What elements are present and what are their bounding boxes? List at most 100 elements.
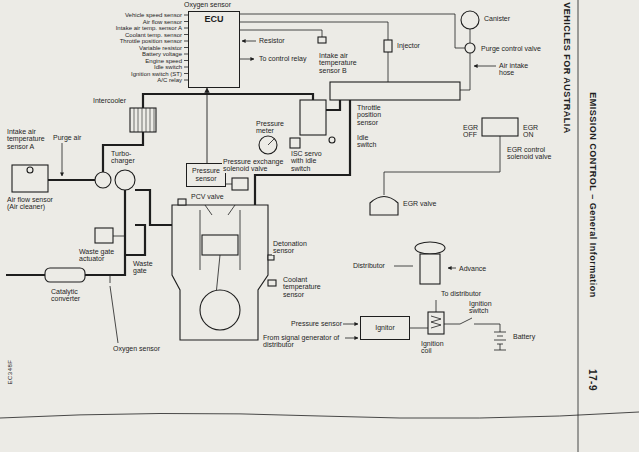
input-signal-label: Vehicle speed sensor bbox=[124, 12, 183, 18]
input-signal-label: Idle switch bbox=[153, 64, 183, 70]
input-signal-label: Intake air temp. sensor A bbox=[115, 25, 183, 31]
part-label: Idle switch bbox=[356, 134, 382, 149]
part-label: Intercooler bbox=[92, 97, 127, 104]
input-signal-label: A/C relay bbox=[156, 77, 183, 83]
temp-sensor-b bbox=[318, 37, 326, 43]
relay-arrow bbox=[240, 59, 254, 60]
part-label: Purge air bbox=[52, 134, 82, 141]
part-label: To distributor bbox=[440, 290, 482, 297]
part-label: PCV valve bbox=[190, 193, 225, 200]
engine-block bbox=[172, 205, 268, 340]
catalytic-converter bbox=[45, 268, 85, 282]
egr-solenoid bbox=[482, 118, 518, 136]
gauge-needle bbox=[268, 139, 274, 145]
part-label: Injector bbox=[396, 42, 421, 49]
injector bbox=[384, 40, 392, 52]
hose-arrow bbox=[474, 66, 496, 67]
part-label: EGR valve bbox=[402, 200, 437, 207]
part-label: Advance bbox=[458, 265, 487, 272]
crankshaft bbox=[200, 290, 240, 330]
pcv-valve bbox=[178, 199, 186, 205]
input-signal-label: Engine speed bbox=[144, 58, 183, 64]
air-temp-sensor bbox=[27, 167, 33, 173]
part-label: Catalytic converter bbox=[50, 288, 92, 303]
signal-connector bbox=[207, 88, 208, 163]
part-label: Ignition coil bbox=[420, 340, 454, 355]
part-label: Waste gate bbox=[132, 260, 162, 275]
waste-gate-actuator bbox=[95, 228, 113, 243]
input-signal-label: Ignition switch (ST) bbox=[130, 71, 183, 77]
part-label: Air flow sensor (Air cleaner) bbox=[6, 196, 62, 211]
part-label: EGR control solenoid valve bbox=[506, 146, 558, 161]
header-rule bbox=[578, 0, 579, 452]
part-label: Throttle position sensor bbox=[356, 104, 394, 126]
intercooler bbox=[130, 108, 156, 132]
part-label: ISC servo with idle switch bbox=[290, 150, 328, 172]
part-label: Ignition switch bbox=[468, 300, 504, 315]
part-label: Canister bbox=[483, 15, 511, 22]
node-text: Ignitor bbox=[364, 324, 406, 332]
torn-edge bbox=[0, 412, 639, 418]
part-label: Pressure exchange solenoid valve bbox=[222, 158, 288, 173]
part-label: Purge control valve bbox=[480, 45, 542, 52]
part-label: Detonation sensor bbox=[272, 240, 314, 255]
node-text: Pressure sensor bbox=[190, 167, 222, 182]
signal-arrow bbox=[343, 324, 358, 325]
compressor bbox=[95, 172, 111, 188]
part-label: Distributor bbox=[352, 262, 386, 269]
signal-arrow bbox=[345, 338, 358, 339]
piston bbox=[202, 235, 238, 255]
battery-symbol bbox=[494, 332, 506, 344]
node-text: ECU bbox=[192, 15, 236, 25]
advance-arrow bbox=[448, 268, 456, 269]
part-label: Intake air temperature sensor A bbox=[6, 128, 52, 150]
part-label: Battery bbox=[512, 333, 536, 340]
input-signal-label: Battery voltage bbox=[141, 51, 183, 57]
distributor-body bbox=[420, 254, 440, 284]
coolant-sensor bbox=[268, 280, 276, 286]
purge-control-valve bbox=[465, 43, 475, 53]
part-label: To control relay bbox=[258, 55, 307, 62]
detonation-sensor bbox=[268, 255, 274, 260]
part-label: Pressure meter bbox=[255, 120, 291, 135]
part-label: Coolant temperature sensor bbox=[282, 276, 332, 298]
signal-wires bbox=[110, 14, 506, 350]
intercooler-fins bbox=[134, 108, 154, 132]
input-signal-label: Variable resistor bbox=[138, 45, 183, 51]
pressure-gauge bbox=[259, 136, 277, 154]
part-label: Oxygen sensor bbox=[112, 345, 161, 352]
sensor-box: Pressure sensor bbox=[186, 163, 226, 187]
ignition-coil bbox=[428, 312, 444, 334]
part-label: From signal generator of distributor bbox=[262, 334, 344, 349]
page-header: 17-9 bbox=[587, 368, 598, 392]
egr-valve bbox=[370, 197, 398, 216]
purge-air-arrow bbox=[62, 143, 63, 176]
input-signal-label: Coolant temp. sensor bbox=[124, 32, 183, 38]
resistor-arrow bbox=[242, 41, 256, 42]
idle-switch bbox=[329, 137, 335, 143]
ignitor-box: Ignitor bbox=[360, 316, 410, 340]
turbine bbox=[115, 170, 135, 190]
page-header: EC348F bbox=[7, 358, 13, 385]
input-signal-label: Air flow sensor bbox=[142, 19, 183, 25]
part-label: Pressure sensor bbox=[290, 320, 343, 327]
intake-plenum bbox=[330, 82, 460, 100]
distributor-cap bbox=[415, 242, 445, 254]
control-unit-box: ECU bbox=[188, 11, 240, 88]
part-label: Waste gate actuator bbox=[78, 248, 120, 263]
part-label: Resistor bbox=[258, 37, 286, 44]
throttle-body bbox=[300, 100, 326, 135]
part-label: Turbo-charger bbox=[110, 150, 146, 165]
part-label: Intake air temperature sensor B bbox=[318, 52, 366, 74]
air-cleaner bbox=[12, 165, 48, 192]
part-label: EGR ON bbox=[522, 124, 540, 139]
part-label: Oxygen sensor bbox=[183, 1, 232, 8]
part-label: EGR OFF bbox=[462, 124, 480, 139]
coil-winding bbox=[431, 316, 441, 328]
isc-servo bbox=[290, 138, 300, 148]
canister bbox=[461, 11, 479, 29]
input-signal-label: Throttle position sensor bbox=[119, 38, 183, 44]
page-header: EMISSION CONTROL – General Information bbox=[587, 91, 596, 298]
solenoid-valve bbox=[232, 178, 248, 190]
